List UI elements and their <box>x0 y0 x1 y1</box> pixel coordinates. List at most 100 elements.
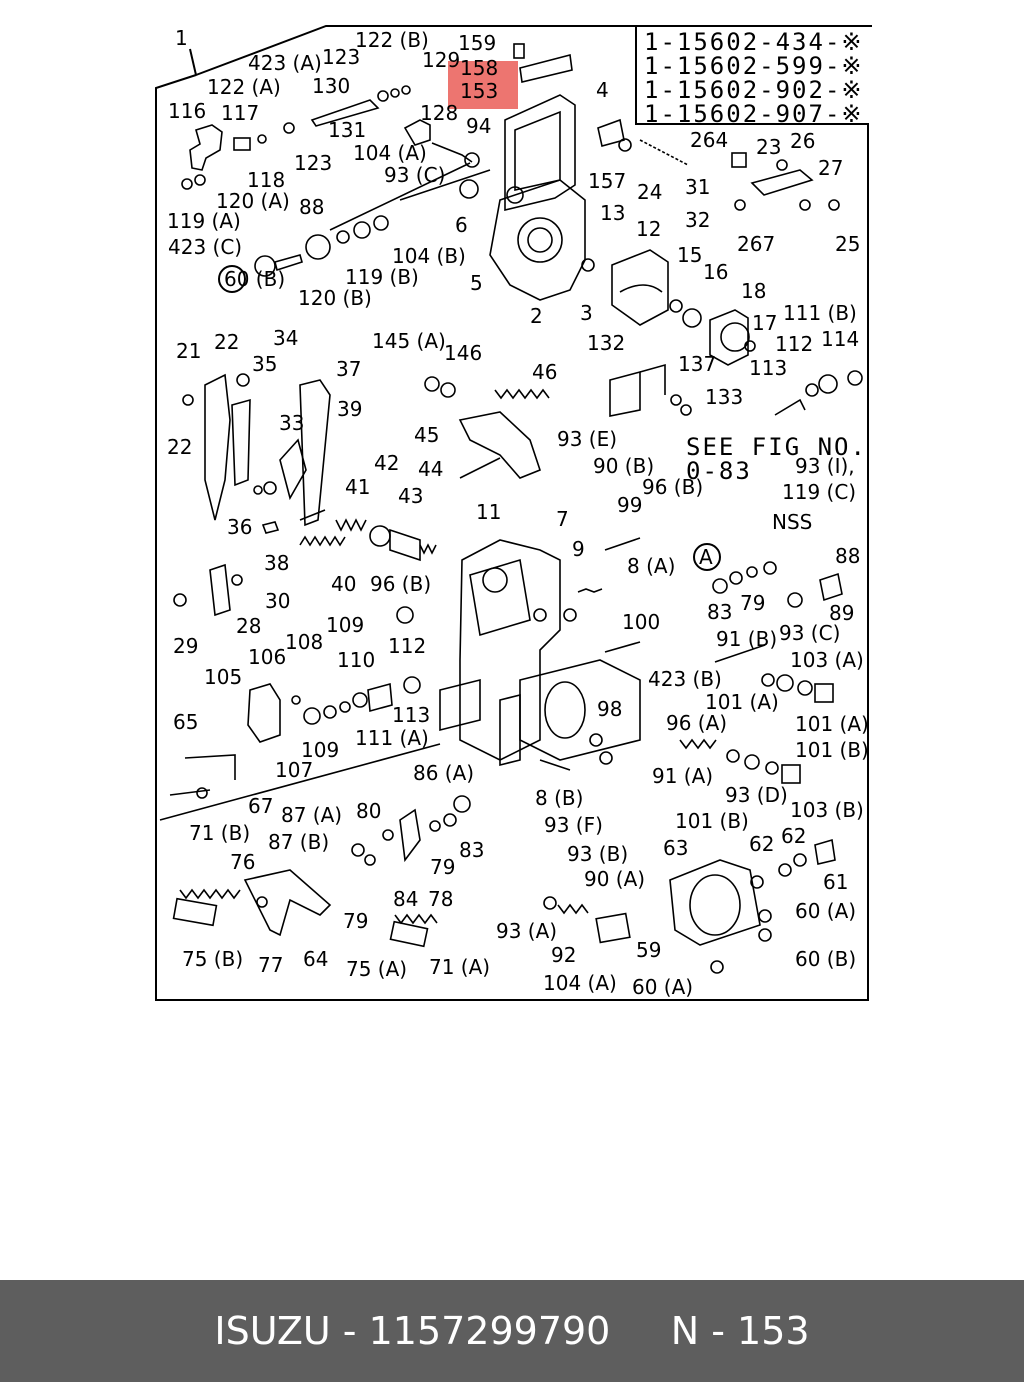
callout: 120 (A) <box>216 189 290 213</box>
callout: 33 <box>279 411 304 435</box>
callout: 78 <box>428 887 453 911</box>
callout: 21 <box>176 339 201 363</box>
callout: 43 <box>398 484 423 508</box>
callout: 100 <box>622 610 660 634</box>
callout: 34 <box>273 326 298 350</box>
callout: 40 <box>331 572 356 596</box>
callout: 62 <box>781 824 806 848</box>
callout: 157 <box>588 169 626 193</box>
callout: 12 <box>636 217 661 241</box>
callout: 104 (A) <box>543 971 617 995</box>
part-number-4: 1-15602-907-※ <box>644 100 864 128</box>
callout: 27 <box>818 156 843 180</box>
callout: 60 (B) <box>795 947 856 971</box>
see-fig-note: SEE FIG NO. <box>686 433 867 461</box>
callout: 59 <box>636 938 661 962</box>
reference-marker-a-label: 60 (B) <box>224 267 285 291</box>
callout: 38 <box>264 551 289 575</box>
callout: 88 <box>835 544 860 568</box>
callout: 146 <box>444 341 482 365</box>
callout: 79 <box>430 855 455 879</box>
highlight-box <box>448 61 518 109</box>
callout: 107 <box>275 758 313 782</box>
callout: 118 <box>247 168 285 192</box>
callout: 60 (A) <box>632 975 693 999</box>
callout: 159 <box>458 31 496 55</box>
leader-line <box>189 48 197 76</box>
callout: 105 <box>204 665 242 689</box>
callout: 129 <box>422 48 460 72</box>
callout: 36 <box>227 515 252 539</box>
callout: 28 <box>236 614 261 638</box>
callout: 87 (A) <box>281 803 342 827</box>
callout: 96 (A) <box>666 711 727 735</box>
callout: 93 (I), <box>795 454 855 478</box>
callout: 77 <box>258 953 283 977</box>
callout: 23 <box>756 135 781 159</box>
diagram-frame <box>155 25 869 1001</box>
callout: 109 <box>326 613 364 637</box>
callout: 8 (B) <box>535 786 583 810</box>
callout: 101 (B) <box>795 738 869 762</box>
callout: 15 <box>677 243 702 267</box>
callout: 112 <box>775 332 813 356</box>
callout: 65 <box>173 710 198 734</box>
callout: 79 <box>343 909 368 933</box>
callout: 41 <box>345 475 370 499</box>
callout: 119 (B) <box>345 265 419 289</box>
footer-part-label: ISUZU - 1157299790 N - 153 <box>214 1309 810 1353</box>
callout: 86 (A) <box>413 761 474 785</box>
callout: 64 <box>303 947 328 971</box>
callout: 130 <box>312 74 350 98</box>
callout: 75 (A) <box>346 957 407 981</box>
callout: 8 (A) <box>627 554 675 578</box>
callout: 92 <box>551 943 576 967</box>
callout: 90 (A) <box>584 867 645 891</box>
callout: 90 (B) <box>593 454 654 478</box>
callout: 37 <box>336 357 361 381</box>
callout: 32 <box>685 208 710 232</box>
callout: 99 <box>617 493 642 517</box>
callout: 93 (F) <box>544 813 603 837</box>
callout: 7 <box>556 507 569 531</box>
callout: 423 (A) <box>248 51 322 75</box>
callout: 45 <box>414 423 439 447</box>
callout: 35 <box>252 352 277 376</box>
callout: 91 (B) <box>716 627 777 651</box>
callout: 120 (B) <box>298 286 372 310</box>
callout: 116 <box>168 99 206 123</box>
callout: 71 (B) <box>189 821 250 845</box>
callout: 26 <box>790 129 815 153</box>
part-number-2: 1-15602-599-※ <box>644 52 864 80</box>
callout: 158 <box>460 56 498 80</box>
callout: 91 (A) <box>652 764 713 788</box>
callout: 62 <box>749 832 774 856</box>
callout: 42 <box>374 451 399 475</box>
callout: 131 <box>328 118 366 142</box>
callout: 104 (B) <box>392 244 466 268</box>
callout: 101 (A) <box>795 712 869 736</box>
callout: 101 (A) <box>705 690 779 714</box>
callout: 133 <box>705 385 743 409</box>
callout: 153 <box>460 79 498 103</box>
callout: 108 <box>285 630 323 654</box>
callout: 113 <box>749 356 787 380</box>
callout: 106 <box>248 645 286 669</box>
callout: 9 <box>572 537 585 561</box>
callout: 104 (A) <box>353 141 427 165</box>
callout: 22 <box>214 330 239 354</box>
callout: 96 (B) <box>370 572 431 596</box>
callout: 30 <box>265 589 290 613</box>
callout: 11 <box>476 500 501 524</box>
callout: 93 (C) <box>779 621 840 645</box>
callout: 76 <box>230 850 255 874</box>
callout: 101 (B) <box>675 809 749 833</box>
callout: 93 (C) <box>384 163 445 187</box>
callout: 114 <box>821 327 859 351</box>
callout: 89 <box>829 601 854 625</box>
callout: 46 <box>532 360 557 384</box>
callout: 18 <box>741 279 766 303</box>
callout: 5 <box>470 271 483 295</box>
callout: 16 <box>703 260 728 284</box>
callout: 103 (B) <box>790 798 864 822</box>
